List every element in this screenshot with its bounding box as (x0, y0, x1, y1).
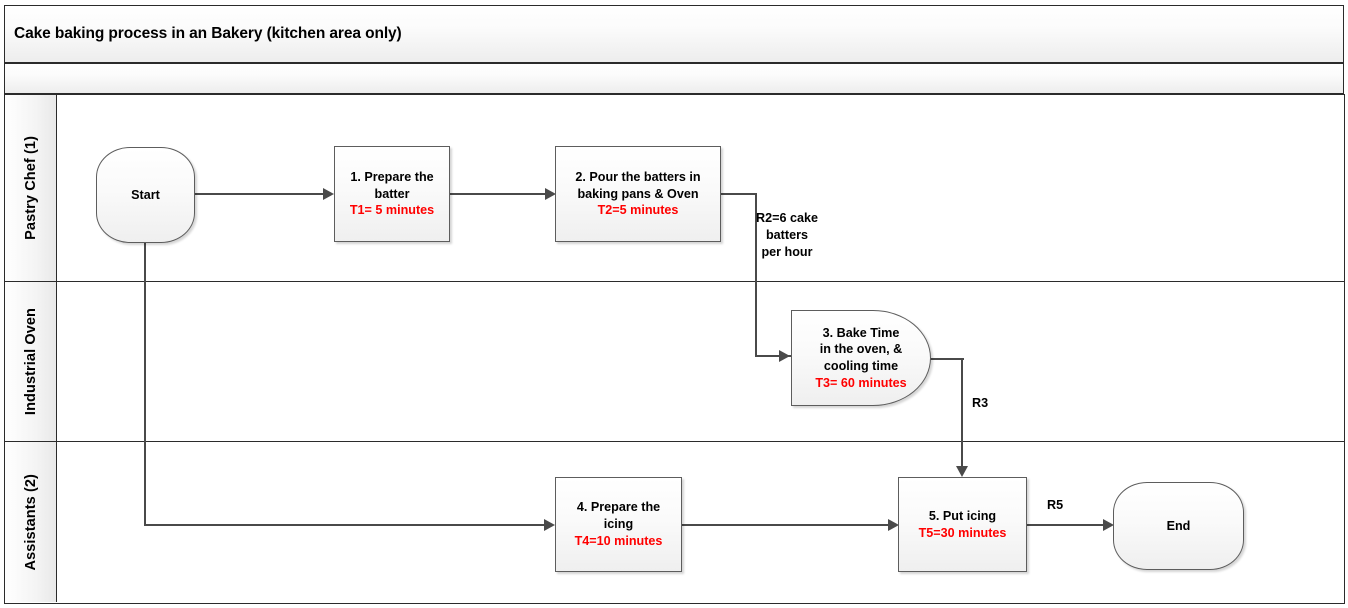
node-start[interactable]: Start (96, 147, 195, 243)
node-step-5[interactable]: 5. Put icing T5=30 minutes (898, 477, 1027, 572)
node-step-2-time: T2=5 minutes (597, 203, 679, 218)
lane-body-industrial-oven (57, 282, 1344, 441)
node-step-2[interactable]: 2. Pour the batters in baking pans & Ove… (555, 146, 721, 242)
connector-step4-to-step5 (682, 524, 890, 526)
node-step-4-line2: icing (603, 517, 634, 532)
lane-header-pastry-chef: Pastry Chef (1) (5, 95, 57, 281)
node-step-5-time: T5=30 minutes (918, 525, 1007, 540)
arrowhead-step2-to-step3 (779, 350, 790, 362)
node-step-1-time: T1= 5 minutes (349, 203, 435, 218)
node-end-label: End (1166, 518, 1191, 533)
lane-pastry-chef: Pastry Chef (1) (5, 95, 1344, 281)
node-step-1[interactable]: 1. Prepare the batter T1= 5 minutes (334, 146, 450, 242)
node-step-3-line3: cooling time (823, 359, 899, 373)
connector-step2-exit (721, 193, 757, 195)
node-step-4-line1: 4. Prepare the (576, 500, 661, 515)
arrowhead-step3-to-step5 (956, 466, 968, 477)
connector-step1-to-step2 (450, 193, 546, 195)
connector-start-to-step1 (194, 193, 324, 195)
connector-start-drop (144, 241, 146, 525)
page-title: Cake baking process in an Bakery (kitche… (14, 25, 402, 42)
edge-label-r3: R3 (972, 396, 989, 410)
lane-header-assistants: Assistants (2) (5, 442, 57, 602)
arrowhead-step1-to-step2 (545, 188, 556, 200)
lane-header-industrial-oven: Industrial Oven (5, 282, 57, 441)
arrowhead-step4-to-step5 (888, 519, 899, 531)
edge-label-r2-line2: batters (765, 228, 808, 242)
edge-label-r2-line1: R2=6 cake (756, 211, 818, 225)
edge-label-r2: R2=6 cake batters per hour (756, 210, 818, 261)
edge-label-r5: R5 (1047, 498, 1064, 512)
lane-label-pastry-chef: Pastry Chef (1) (22, 136, 39, 240)
node-step-3-line2: in the oven, & (819, 342, 903, 357)
node-step-3-line1: 3. Bake Time (822, 325, 900, 340)
connector-step3-to-step5 (961, 358, 963, 470)
lane-matrix: Pastry Chef (1) Industrial Oven Assistan… (4, 94, 1345, 604)
connector-step5-to-end (1027, 524, 1105, 526)
lane-label-assistants: Assistants (2) (22, 473, 39, 571)
node-step-5-line1: 5. Put icing (928, 508, 997, 523)
node-start-label: Start (131, 187, 160, 202)
node-step-4-time: T4=10 minutes (574, 533, 663, 548)
pool-title-band: Cake baking process in an Bakery (kitche… (4, 5, 1344, 63)
arrowhead-step5-to-end (1103, 519, 1114, 531)
node-step-1-line1: 1. Prepare the (350, 169, 434, 184)
node-step-2-line2: baking pans & Oven (577, 186, 699, 201)
node-step-3-time: T3= 60 minutes (815, 375, 907, 390)
arrowhead-start-to-step4 (544, 519, 555, 531)
node-step-2-line1: 2. Pour the batters in (575, 169, 701, 184)
pool-subtitle-band (4, 63, 1344, 94)
connector-step3-exit (930, 358, 964, 360)
connector-start-to-step4 (144, 524, 546, 526)
lane-industrial-oven: Industrial Oven (5, 281, 1344, 441)
node-step-1-line2: batter (374, 186, 410, 201)
node-step-4[interactable]: 4. Prepare the icing T4=10 minutes (555, 477, 682, 572)
lane-assistants: Assistants (2) (5, 441, 1344, 602)
node-end[interactable]: End (1113, 482, 1244, 570)
arrowhead-start-to-step1 (323, 188, 334, 200)
connector-step2-to-step3 (755, 355, 791, 357)
connector-step2-drop (755, 193, 757, 357)
node-step-3[interactable]: 3. Bake Time in the oven, & cooling time… (791, 310, 931, 406)
lane-label-industrial-oven: Industrial Oven (22, 307, 39, 416)
edge-label-r2-line3: per hour (761, 245, 813, 259)
